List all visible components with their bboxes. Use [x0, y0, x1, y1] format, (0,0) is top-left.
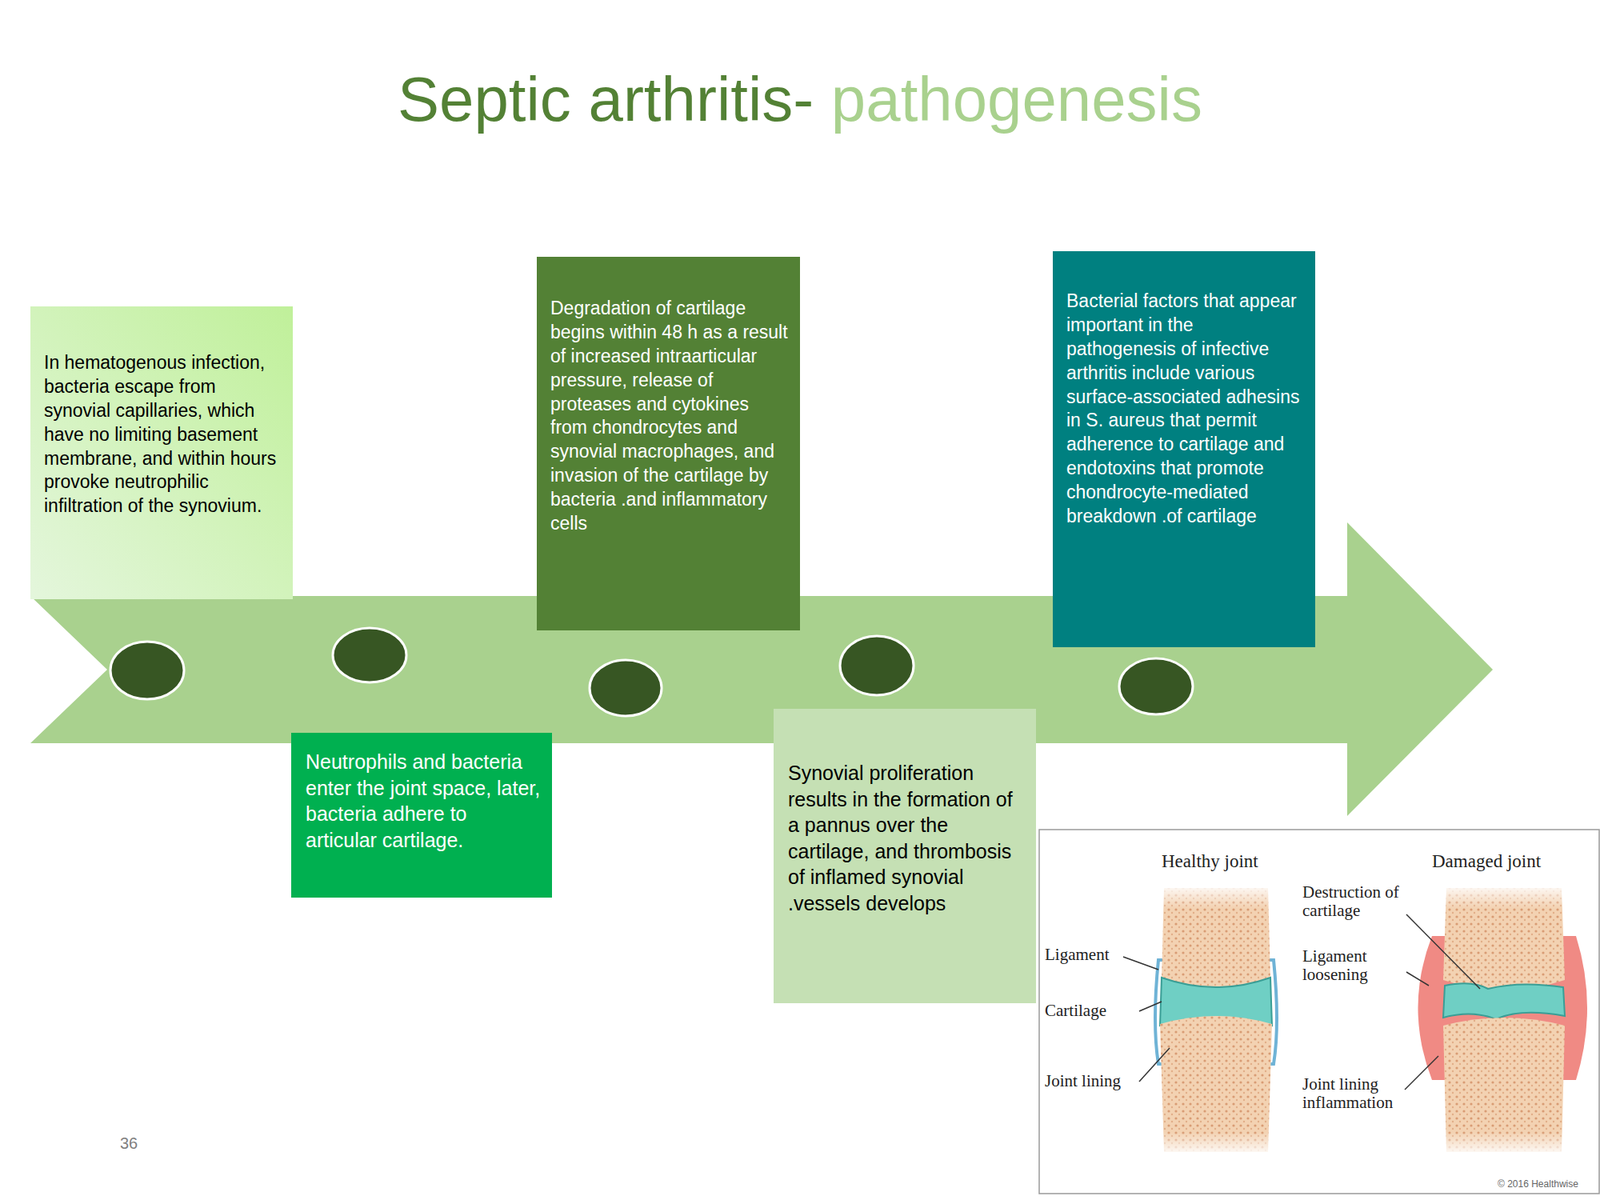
box-text: Degradation of cartilage begins within 4…: [550, 296, 789, 536]
timeline-dot: [589, 660, 662, 716]
step-box: Bacterial factors that appear important …: [1052, 251, 1316, 648]
box-text: In hematogenous infection, bacteria esca…: [44, 351, 280, 519]
step-box: Synovial proliferation results in the fo…: [773, 708, 1036, 1004]
slide-title: Septic arthritis- pathogenesis: [397, 64, 1203, 136]
box-text: Bacterial factors that appear important …: [1066, 289, 1304, 529]
timeline-dot: [110, 641, 184, 700]
timeline-dot: [1119, 658, 1193, 715]
illustration-label: Cartilage: [1044, 1001, 1107, 1020]
copyright-note: © 2016 Healthwise: [1497, 1179, 1579, 1190]
illustration-label: Joint lining inflammation: [1302, 1075, 1405, 1112]
illustration-label: Ligament: [1044, 945, 1109, 964]
page-number: 36: [120, 1134, 138, 1152]
illustration-label: Joint lining: [1044, 1072, 1121, 1091]
timeline-dot: [840, 636, 914, 696]
damaged-joint: [1418, 884, 1588, 1156]
healthy-joint: [1152, 884, 1280, 1156]
step-box: Neutrophils and bacteria enter the joint…: [291, 732, 552, 898]
box-text: Synovial proliferation results in the fo…: [788, 760, 1027, 916]
leader-lines: [1123, 914, 1480, 1090]
illustration-label: Healthy joint: [1161, 851, 1259, 872]
illustration-label: Damaged joint: [1432, 851, 1541, 872]
illustration-label: Destruction of cartilage: [1302, 883, 1405, 920]
illustration-frame: [1039, 829, 1600, 1194]
box-text: Neutrophils and bacteria enter the joint…: [305, 748, 541, 853]
illustration-label: Ligament loosening: [1302, 947, 1405, 984]
title-area: Septic arthritis- pathogenesis: [0, 64, 1600, 136]
step-box: In hematogenous infection, bacteria esca…: [30, 306, 293, 600]
timeline-dot: [332, 628, 407, 683]
step-box: Degradation of cartilage begins within 4…: [536, 256, 800, 631]
